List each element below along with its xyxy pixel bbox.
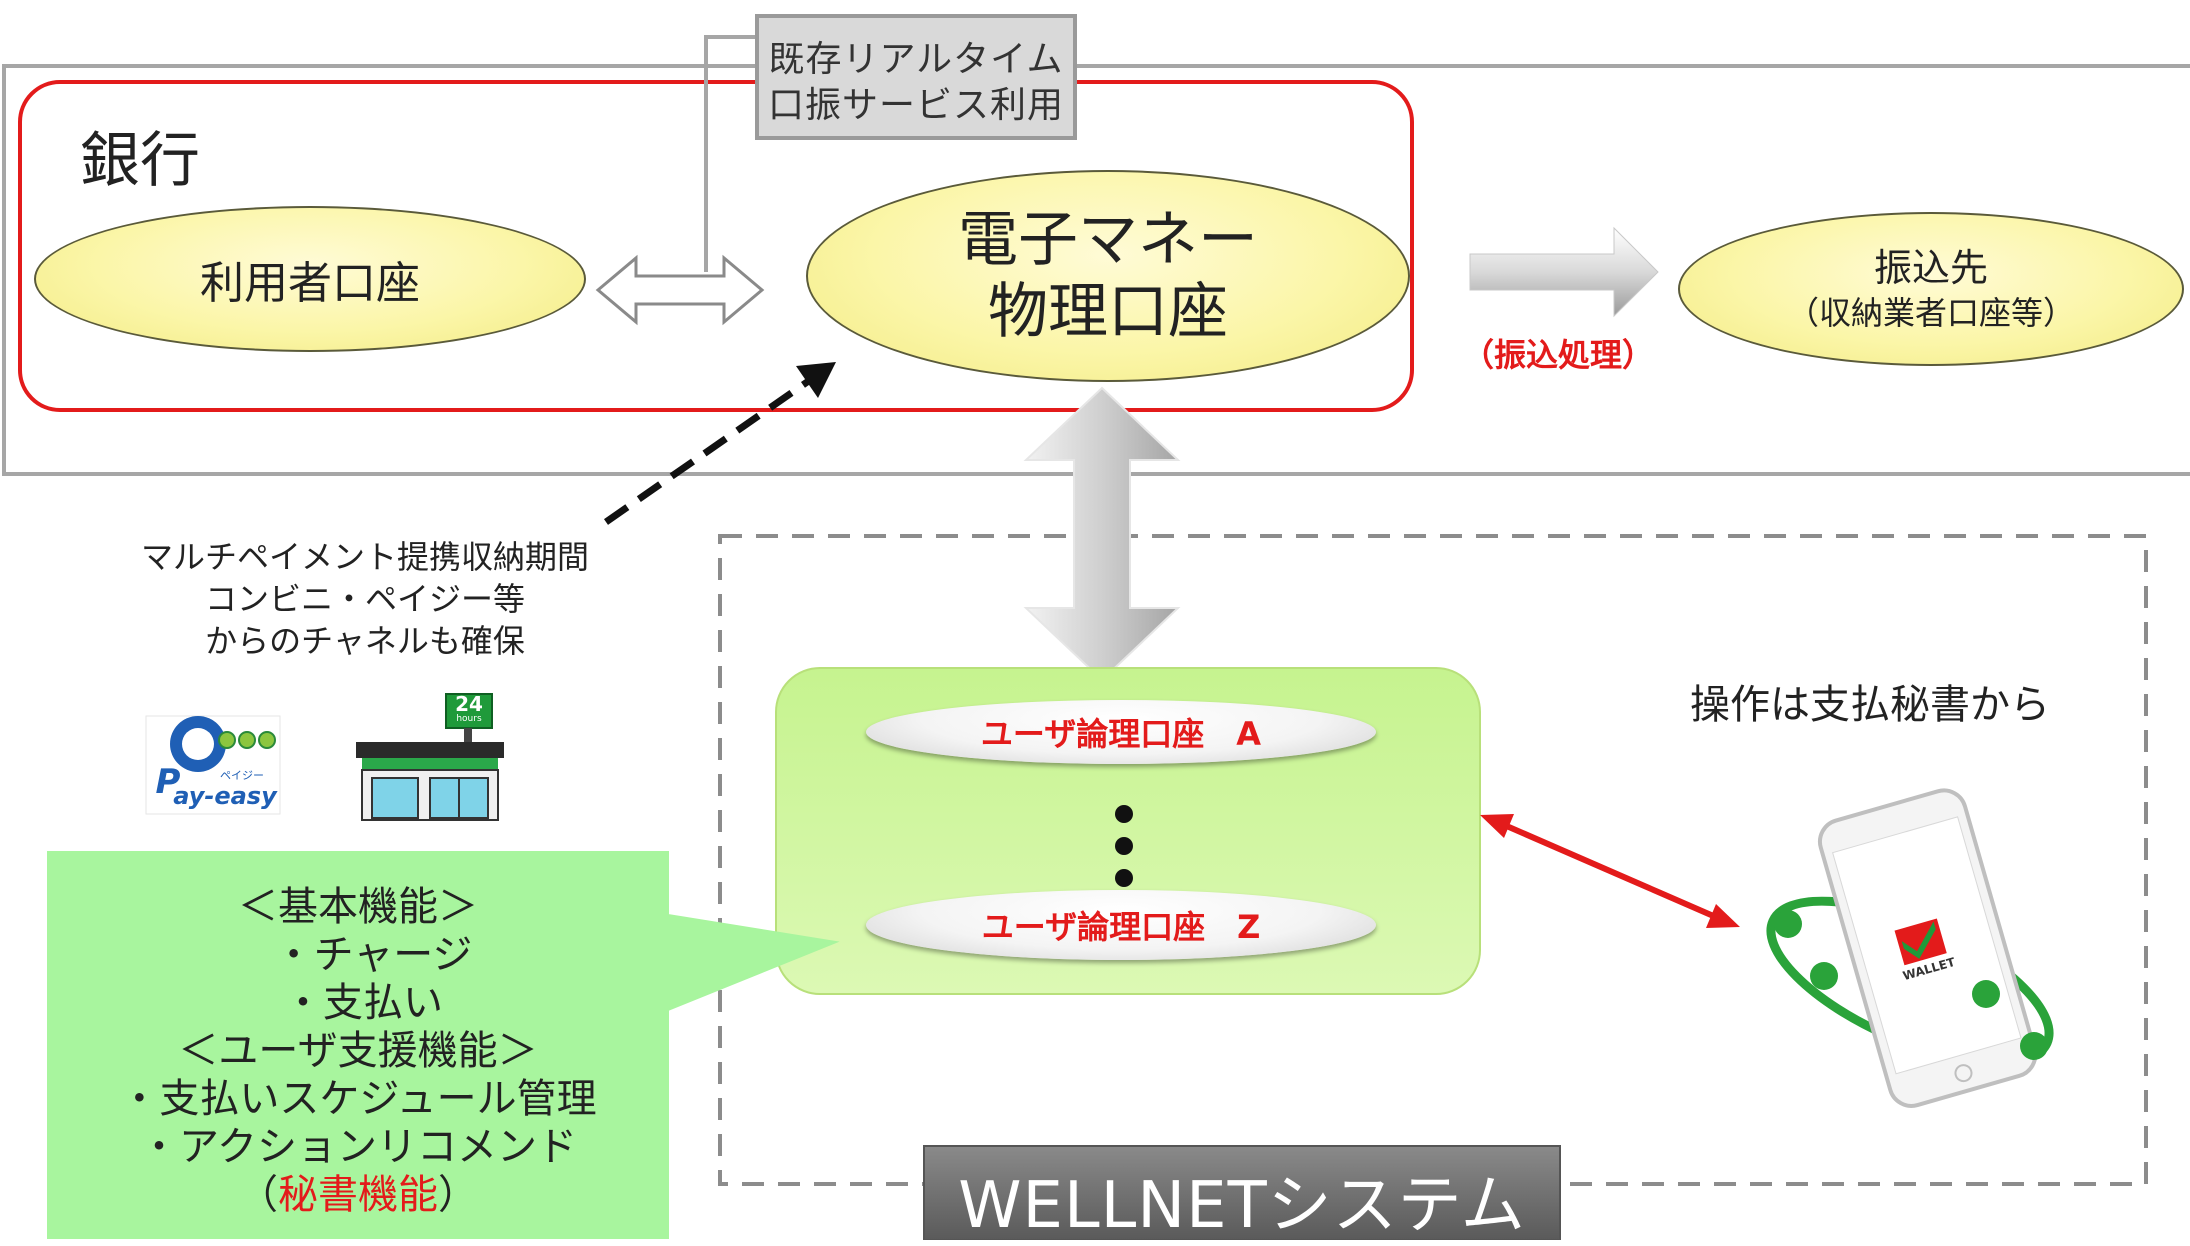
user-account-node: 利用者口座	[34, 206, 586, 352]
realtime-service-line2: 口振サービス利用	[767, 85, 1064, 126]
logical-account-z-label: ユーザ論理口座 Z	[981, 908, 1261, 946]
secretary-close-paren: ）	[438, 1172, 478, 1218]
support-features-header: ＜ユーザ支援機能＞	[178, 1028, 538, 1074]
realtime-service-line1: 既存リアルタイム	[768, 39, 1064, 80]
transfer-label: （振込処理）	[1461, 336, 1654, 374]
multipay-arrow-head	[796, 362, 836, 398]
basic-features-header: ＜基本機能＞	[238, 884, 478, 930]
emoney-account-node: 電子マネー 物理口座	[806, 170, 1410, 382]
phone-link-line	[1500, 821, 1720, 921]
payeasy-p-letter: P	[155, 762, 181, 802]
secretary-feature-note: （秘書機能）	[48, 1162, 668, 1220]
realtime-service-box	[755, 14, 1077, 140]
logical-account-a: ユーザ論理口座 A	[866, 700, 1376, 764]
wellnet-label-box	[923, 1145, 1561, 1240]
realtime-connector	[704, 35, 755, 272]
phone-link-head-left	[1480, 814, 1514, 838]
phone-link-head-right	[1706, 904, 1740, 928]
basic-feature-charge: ・チャージ	[273, 932, 473, 978]
account-link-arrow	[595, 254, 765, 326]
logical-account-z: ユーザ論理口座 Z	[866, 890, 1376, 960]
secretary-feature-label: 秘書機能	[278, 1172, 438, 1218]
convenience-store-icon	[356, 693, 504, 821]
payeasy-logo-icon	[145, 715, 281, 815]
multipay-line3: からのチャネルも確保	[205, 622, 525, 660]
emoney-account-line1: 電子マネー	[958, 205, 1258, 275]
ellipsis-dot	[1115, 869, 1133, 887]
multipay-line2: コンビニ・ペイジー等	[204, 580, 525, 618]
ellipsis-dot	[1115, 837, 1133, 855]
ellipsis-dot	[1115, 805, 1133, 823]
user-account-label: 利用者口座	[200, 258, 420, 309]
transfer-arrow	[1469, 226, 1659, 318]
transfer-destination-line1: 振込先	[1873, 246, 1988, 290]
emoney-account-line2: 物理口座	[988, 277, 1228, 347]
wellnet-system-label: WELLNETシステム	[958, 1169, 1526, 1243]
operation-label: 操作は支払秘書から	[1690, 682, 2050, 728]
support-feature-schedule: ・支払いスケジュール管理	[119, 1076, 597, 1122]
secretary-open-paren: （	[238, 1172, 278, 1218]
multipay-arrow-line	[604, 377, 812, 525]
smartphone-wallet-icon	[1766, 788, 2054, 1108]
support-feature-recommend: ・アクションリコメンド	[139, 1124, 577, 1170]
store-sign-sub: hours	[456, 714, 482, 724]
bank-frame	[18, 80, 1414, 412]
logical-account-a-label: ユーザ論理口座 A	[980, 715, 1262, 753]
transfer-destination-node: 振込先 （収納業者口座等）	[1678, 212, 2184, 366]
payeasy-logo-text: ay-easy	[173, 782, 277, 810]
bank-label: 銀行	[80, 126, 200, 196]
feature-callout	[47, 851, 840, 1239]
basic-feature-payment: ・支払い	[283, 980, 443, 1026]
multipay-line1: マルチペイメント提携収納期間	[140, 538, 589, 576]
payeasy-logo-small: ペイジー	[220, 769, 264, 782]
store-sign-number: 24	[455, 692, 483, 716]
transfer-destination-line2: （収納業者口座等）	[1786, 294, 2075, 332]
